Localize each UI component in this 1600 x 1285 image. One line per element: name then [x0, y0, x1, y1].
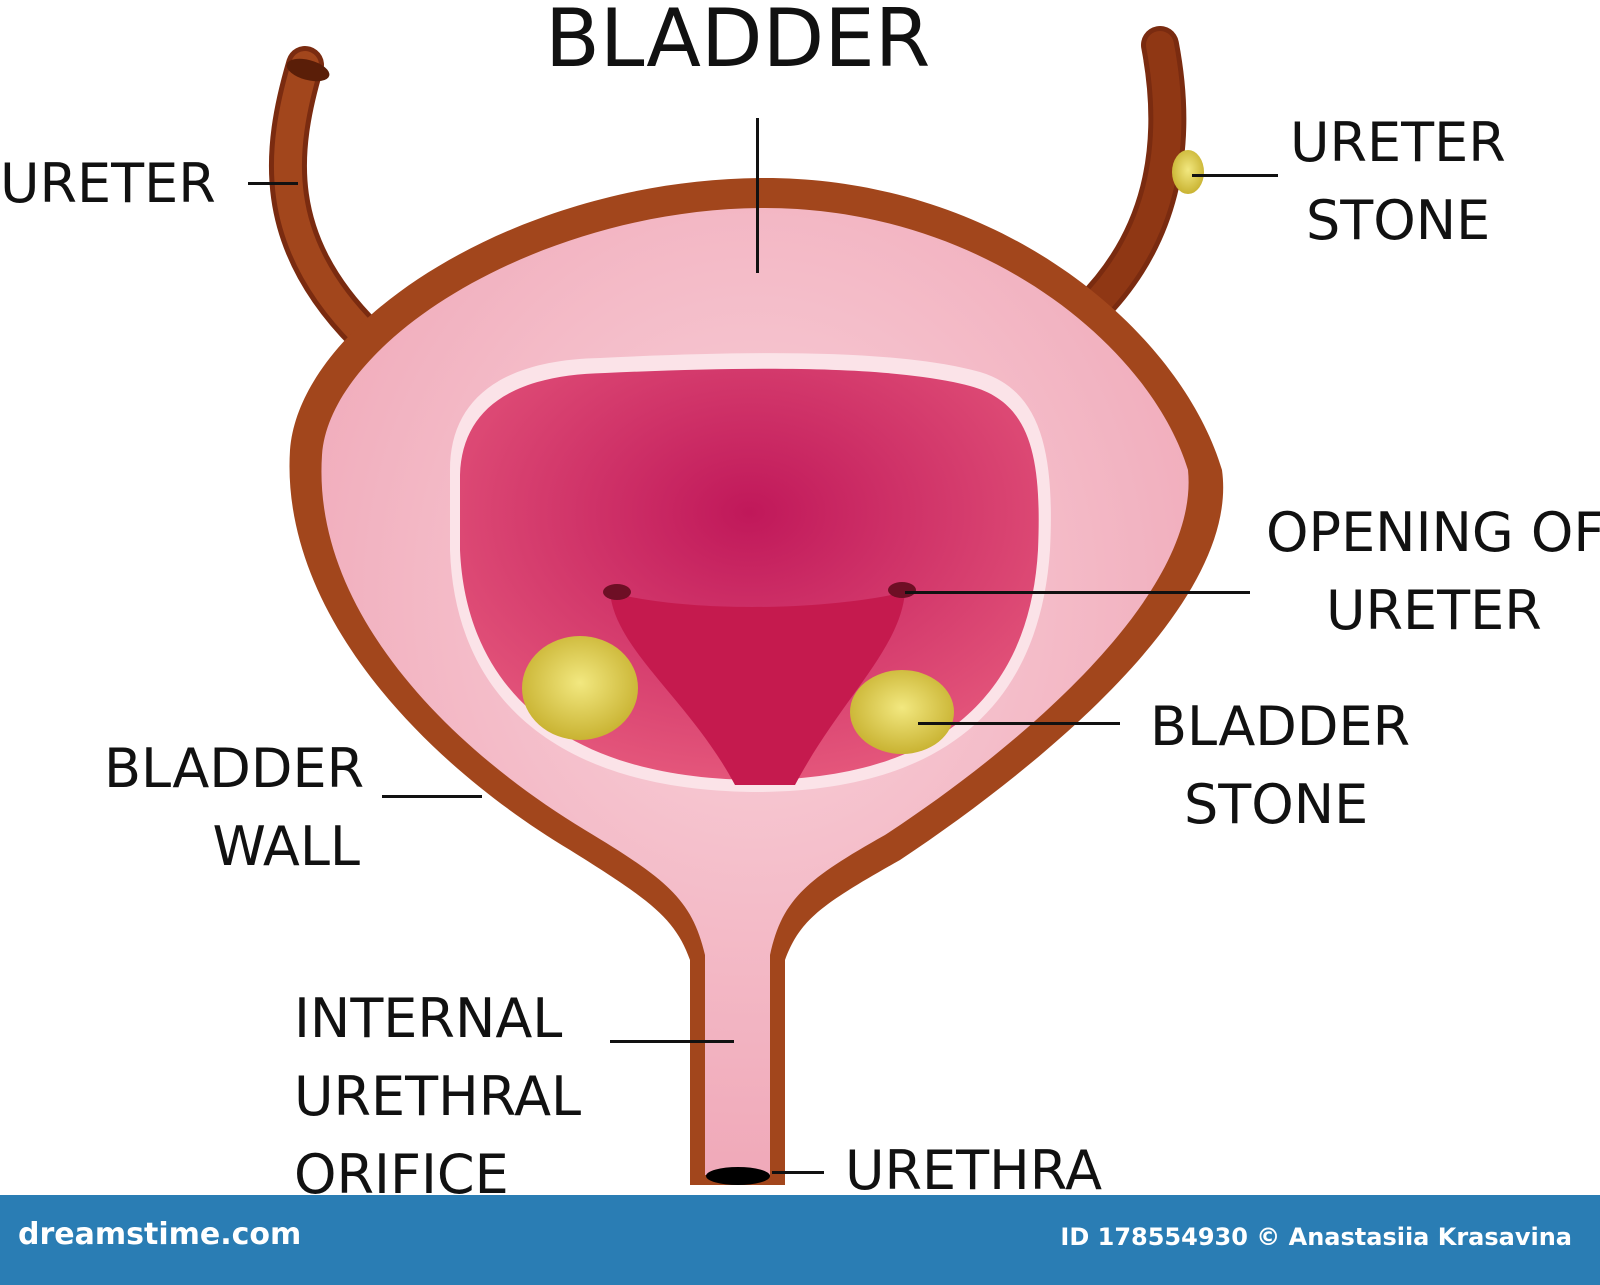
left-ureter-orifice	[603, 584, 631, 600]
label-bladder-wall-line2: WALL	[212, 815, 360, 878]
bladder-stone-leader	[918, 722, 1120, 725]
label-bladder-stone-line2: STONE	[1184, 773, 1369, 836]
iuo-leader	[610, 1040, 734, 1043]
bladder-stone-right	[850, 670, 954, 754]
bladder-stone-left	[522, 636, 638, 740]
trigone	[610, 592, 905, 785]
label-opening-line2: URETER	[1326, 579, 1542, 642]
label-bladder-stone: BLADDER STONE	[1150, 688, 1410, 844]
label-bladder-wall: BLADDER WALL	[104, 730, 365, 886]
label-ureter-stone: URETER STONE	[1290, 104, 1506, 260]
ureter-stone-shape	[1172, 150, 1204, 194]
urethra-leader	[772, 1171, 824, 1174]
bladder-wall-leader	[382, 795, 482, 798]
urethra-opening	[706, 1167, 770, 1185]
right-ureter-orifice	[888, 582, 916, 598]
label-bladder-wall-line1: BLADDER	[104, 737, 365, 800]
label-opening-of-ureter: OPENING OF URETER	[1266, 494, 1600, 650]
label-opening-line1: OPENING OF	[1266, 501, 1600, 564]
label-ureter-stone-line2: STONE	[1306, 189, 1491, 252]
label-iuo-line2: URETHRAL	[294, 1065, 582, 1128]
label-iuo-line1: INTERNAL	[294, 987, 563, 1050]
footer-bar: dreamstime.com ID 178554930 © Anastasiia…	[0, 1195, 1600, 1285]
opening-leader	[905, 591, 1250, 594]
label-ureter-stone-line1: URETER	[1290, 111, 1506, 174]
label-ureter: URETER	[0, 152, 216, 215]
label-bladder-stone-line1: BLADDER	[1150, 695, 1411, 758]
title-leader	[756, 118, 759, 273]
bladder-diagram: BLADDER URETER URETER STONE OPENING OF U…	[0, 0, 1600, 1206]
ureter-leader	[248, 182, 298, 185]
bladder-illustration	[268, 26, 1224, 1186]
diagram-title: BLADDER	[545, 0, 931, 85]
image-credit: ID 178554930 © Anastasiia Krasavina	[1060, 1223, 1572, 1251]
ureter-stone-leader	[1192, 174, 1278, 177]
left-ureter-opening	[286, 58, 330, 82]
brand-logo-text[interactable]: dreamstime.com	[18, 1217, 302, 1252]
label-urethra: URETHRA	[845, 1139, 1103, 1202]
label-internal-urethral-orifice: INTERNAL URETHRAL ORIFICE	[294, 980, 581, 1214]
